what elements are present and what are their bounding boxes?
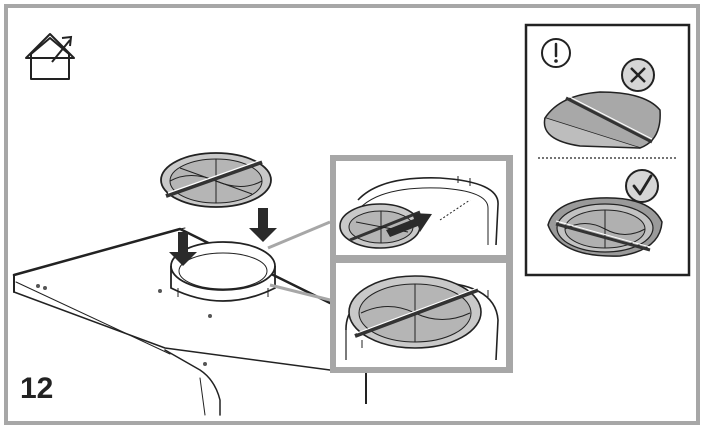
x-circle-icon (621, 58, 655, 92)
callout-lines (267, 220, 331, 302)
hood-screw-holes (36, 284, 212, 366)
outer-frame (4, 4, 700, 425)
push-down-arrow-left (169, 232, 197, 266)
check-circle-icon (625, 169, 659, 203)
exclamation-circle-icon (541, 38, 571, 68)
duct-collar (170, 241, 276, 302)
filter-disc-main (160, 152, 272, 208)
push-down-arrow-right (249, 208, 277, 242)
house-with-outgoing-air-arrow-icon (25, 33, 75, 80)
step-number: 12 (20, 372, 54, 405)
wrong-filter-illustration (543, 91, 661, 149)
detail-bottom-illustration (345, 275, 499, 361)
hood-top-surface (12, 227, 332, 416)
slide-in-arrow (386, 213, 432, 237)
correct-filter-illustration (547, 197, 663, 257)
